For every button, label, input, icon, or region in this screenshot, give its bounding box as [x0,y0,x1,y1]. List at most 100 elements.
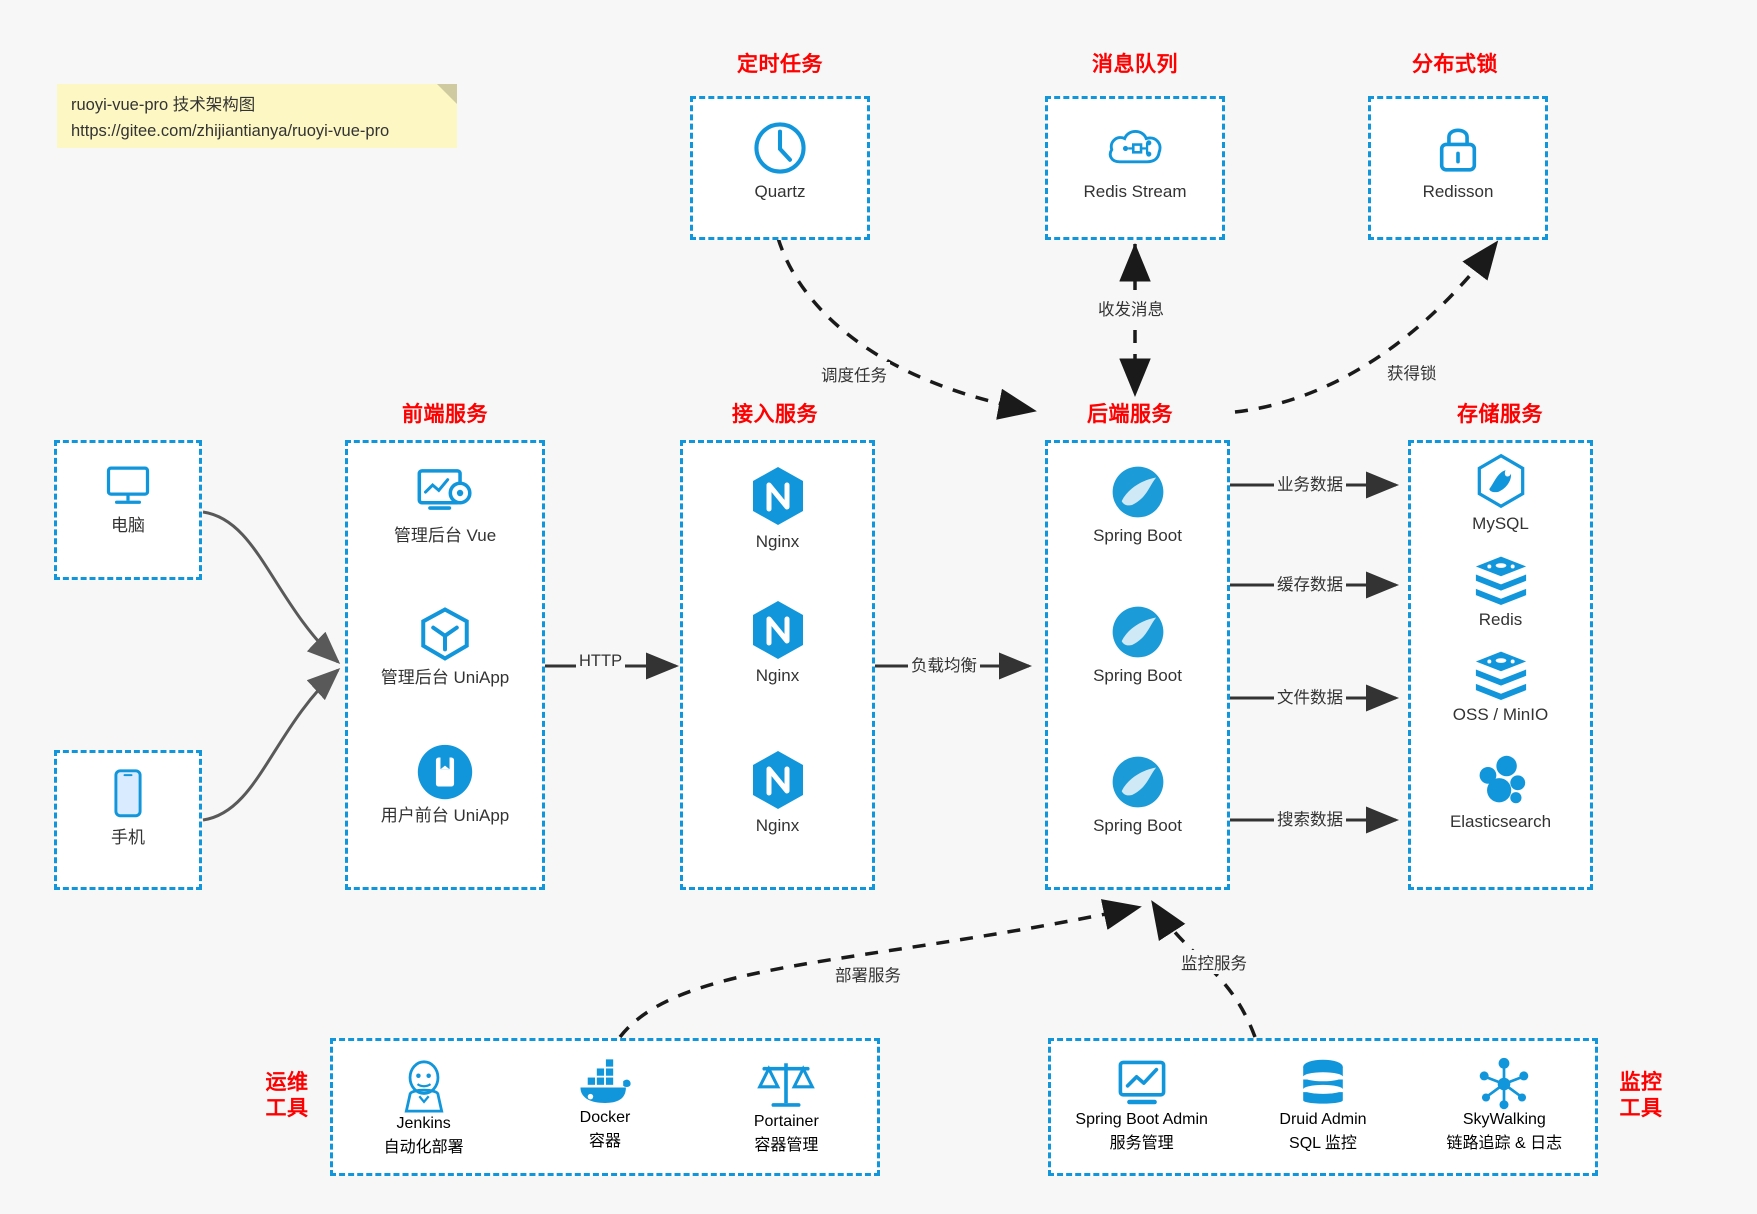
edge-label-http: HTTP [576,652,626,671]
group-box-scheduler: Quartz [690,96,870,240]
node-label: Redisson [1422,182,1494,201]
node-quartz[interactable]: Quartz [693,119,867,202]
group-title-monitor: 监控 工具 [1612,1070,1670,1121]
node-nginx-2[interactable]: Nginx [683,599,872,686]
node-sublabel: 服务管理 [1109,1135,1174,1152]
note-fold-corner [437,84,457,104]
nginx-icon [752,601,803,659]
node-pc[interactable]: 电脑 [57,461,199,536]
edge-label-schedule-task: 调度任务 [818,362,890,386]
node-label: 管理后台 UniApp [380,668,510,687]
node-springboot-3[interactable]: Spring Boot [1048,753,1227,836]
note-line-2: https://gitee.com/zhijiantianya/ruoyi-vu… [71,121,390,140]
node-skywalking[interactable]: SkyWalking 链路追踪 & 日志 [1414,1057,1595,1153]
node-mysql[interactable]: MySQL [1411,453,1590,534]
mysql-icon [1477,453,1524,509]
cloud-stream-icon [1108,129,1162,164]
node-oss-minio[interactable]: OSS / MinIO [1411,648,1590,725]
node-user-uniapp[interactable]: 用户前台 UniApp [348,743,542,826]
spring-icon [1112,756,1163,808]
node-redis[interactable]: Redis [1411,553,1590,630]
edge-label-acquire-lock: 获得锁 [1384,360,1440,384]
group-title-gateway: 接入服务 [732,403,818,426]
skywalking-icon [1480,1057,1529,1110]
edge-label-business-data: 业务数据 [1274,471,1346,495]
node-nginx-1[interactable]: Nginx [683,465,872,552]
node-sublabel: 自动化部署 [383,1139,464,1156]
edge-label-deploy-service: 部署服务 [832,962,904,986]
node-spring-boot-admin[interactable]: Spring Boot Admin 服务管理 [1051,1057,1232,1153]
group-title-storage: 存储服务 [1457,403,1543,426]
node-sublabel: SQL 监控 [1289,1135,1357,1152]
jenkins-icon [404,1060,444,1113]
node-label: Redis [1478,610,1523,629]
node-mobile[interactable]: 手机 [57,767,199,848]
node-label: Spring Boot [1093,526,1182,545]
node-label: Nginx [755,532,800,551]
node-docker[interactable]: Docker 容器 [514,1057,695,1157]
node-elasticsearch[interactable]: Elasticsearch [1411,753,1590,832]
node-label: Jenkins [396,1115,451,1132]
group-title-devops: 运维 工具 [258,1070,316,1121]
group-box-storage: MySQL Redis OSS / MinIO [1408,440,1593,890]
group-title-frontend: 前端服务 [402,403,488,426]
clock-icon [754,122,806,174]
dashboard-icon [417,469,472,510]
edge-label-search-data: 搜索数据 [1274,806,1346,830]
group-box-backend: Spring Boot Spring Boot Spring Boot [1045,440,1230,890]
group-title-backend: 后端服务 [1087,403,1173,426]
node-label: Druid Admin [1279,1111,1367,1128]
group-box-gateway: Nginx Nginx Nginx [680,440,875,890]
group-box-frontend: 管理后台 Vue 管理后台 UniApp 用户前台 UniApp [345,440,545,890]
node-druid-admin[interactable]: Druid Admin SQL 监控 [1232,1057,1413,1153]
node-label: 管理后台 Vue [393,526,497,545]
group-box-monitor: Spring Boot Admin 服务管理 Druid Admin SQL 监… [1048,1038,1598,1176]
group-box-mq: Redis Stream [1045,96,1225,240]
node-portainer[interactable]: Portainer 容器管理 [696,1057,877,1157]
node-sublabel: 链路追踪 & 日志 [1446,1135,1563,1152]
note-line-1: ruoyi-vue-pro 技术架构图 [71,96,256,114]
node-jenkins[interactable]: Jenkins 自动化部署 [333,1057,514,1157]
nginx-icon [752,751,803,809]
group-title-devops-line2: 工具 [265,1096,309,1120]
node-redis-stream[interactable]: Redis Stream [1048,119,1222,202]
edge-label-mq-messages: 收发消息 [1095,296,1167,320]
node-label: Portainer [753,1113,819,1130]
elasticsearch-icon [1479,755,1525,804]
app-icon [417,744,473,800]
group-title-devops-line1: 运维 [265,1071,309,1094]
note-callout: ruoyi-vue-pro 技术架构图 https://gitee.com/zh… [57,84,457,148]
nginx-icon [752,467,803,525]
node-label: 电脑 [111,516,145,535]
node-sublabel: 容器管理 [754,1137,819,1154]
node-springboot-2[interactable]: Spring Boot [1048,603,1227,686]
cube-icon [421,607,469,661]
node-label: Spring Boot [1093,666,1182,685]
docker-icon [580,1059,631,1103]
node-label: OSS / MinIO [1452,705,1549,724]
node-admin-uniapp[interactable]: 管理后台 UniApp [348,605,542,688]
redis-icon [1475,556,1526,605]
node-redisson[interactable]: Redisson [1371,119,1545,202]
node-label: Spring Boot Admin [1075,1111,1208,1128]
phone-icon [114,769,142,818]
node-label: 手机 [111,828,145,847]
edge-label-file-data: 文件数据 [1274,684,1346,708]
group-box-mobile: 手机 [54,750,202,890]
node-nginx-3[interactable]: Nginx [683,749,872,836]
group-title-lock: 分布式锁 [1412,53,1498,76]
node-springboot-1[interactable]: Spring Boot [1048,463,1227,546]
edge-label-load-balance: 负载均衡 [908,652,980,676]
node-label: Elasticsearch [1449,812,1552,831]
node-sublabel: 容器 [588,1133,621,1150]
spring-icon [1112,466,1163,518]
monitor-chart-icon [1118,1060,1166,1105]
group-title-scheduler: 定时任务 [737,53,823,76]
spring-icon [1112,606,1163,658]
scales-icon [757,1063,816,1107]
oss-icon [1475,651,1526,700]
group-title-monitor-line1: 监控 [1619,1071,1663,1094]
node-admin-vue[interactable]: 管理后台 Vue [348,465,542,546]
desktop-icon [106,466,150,504]
